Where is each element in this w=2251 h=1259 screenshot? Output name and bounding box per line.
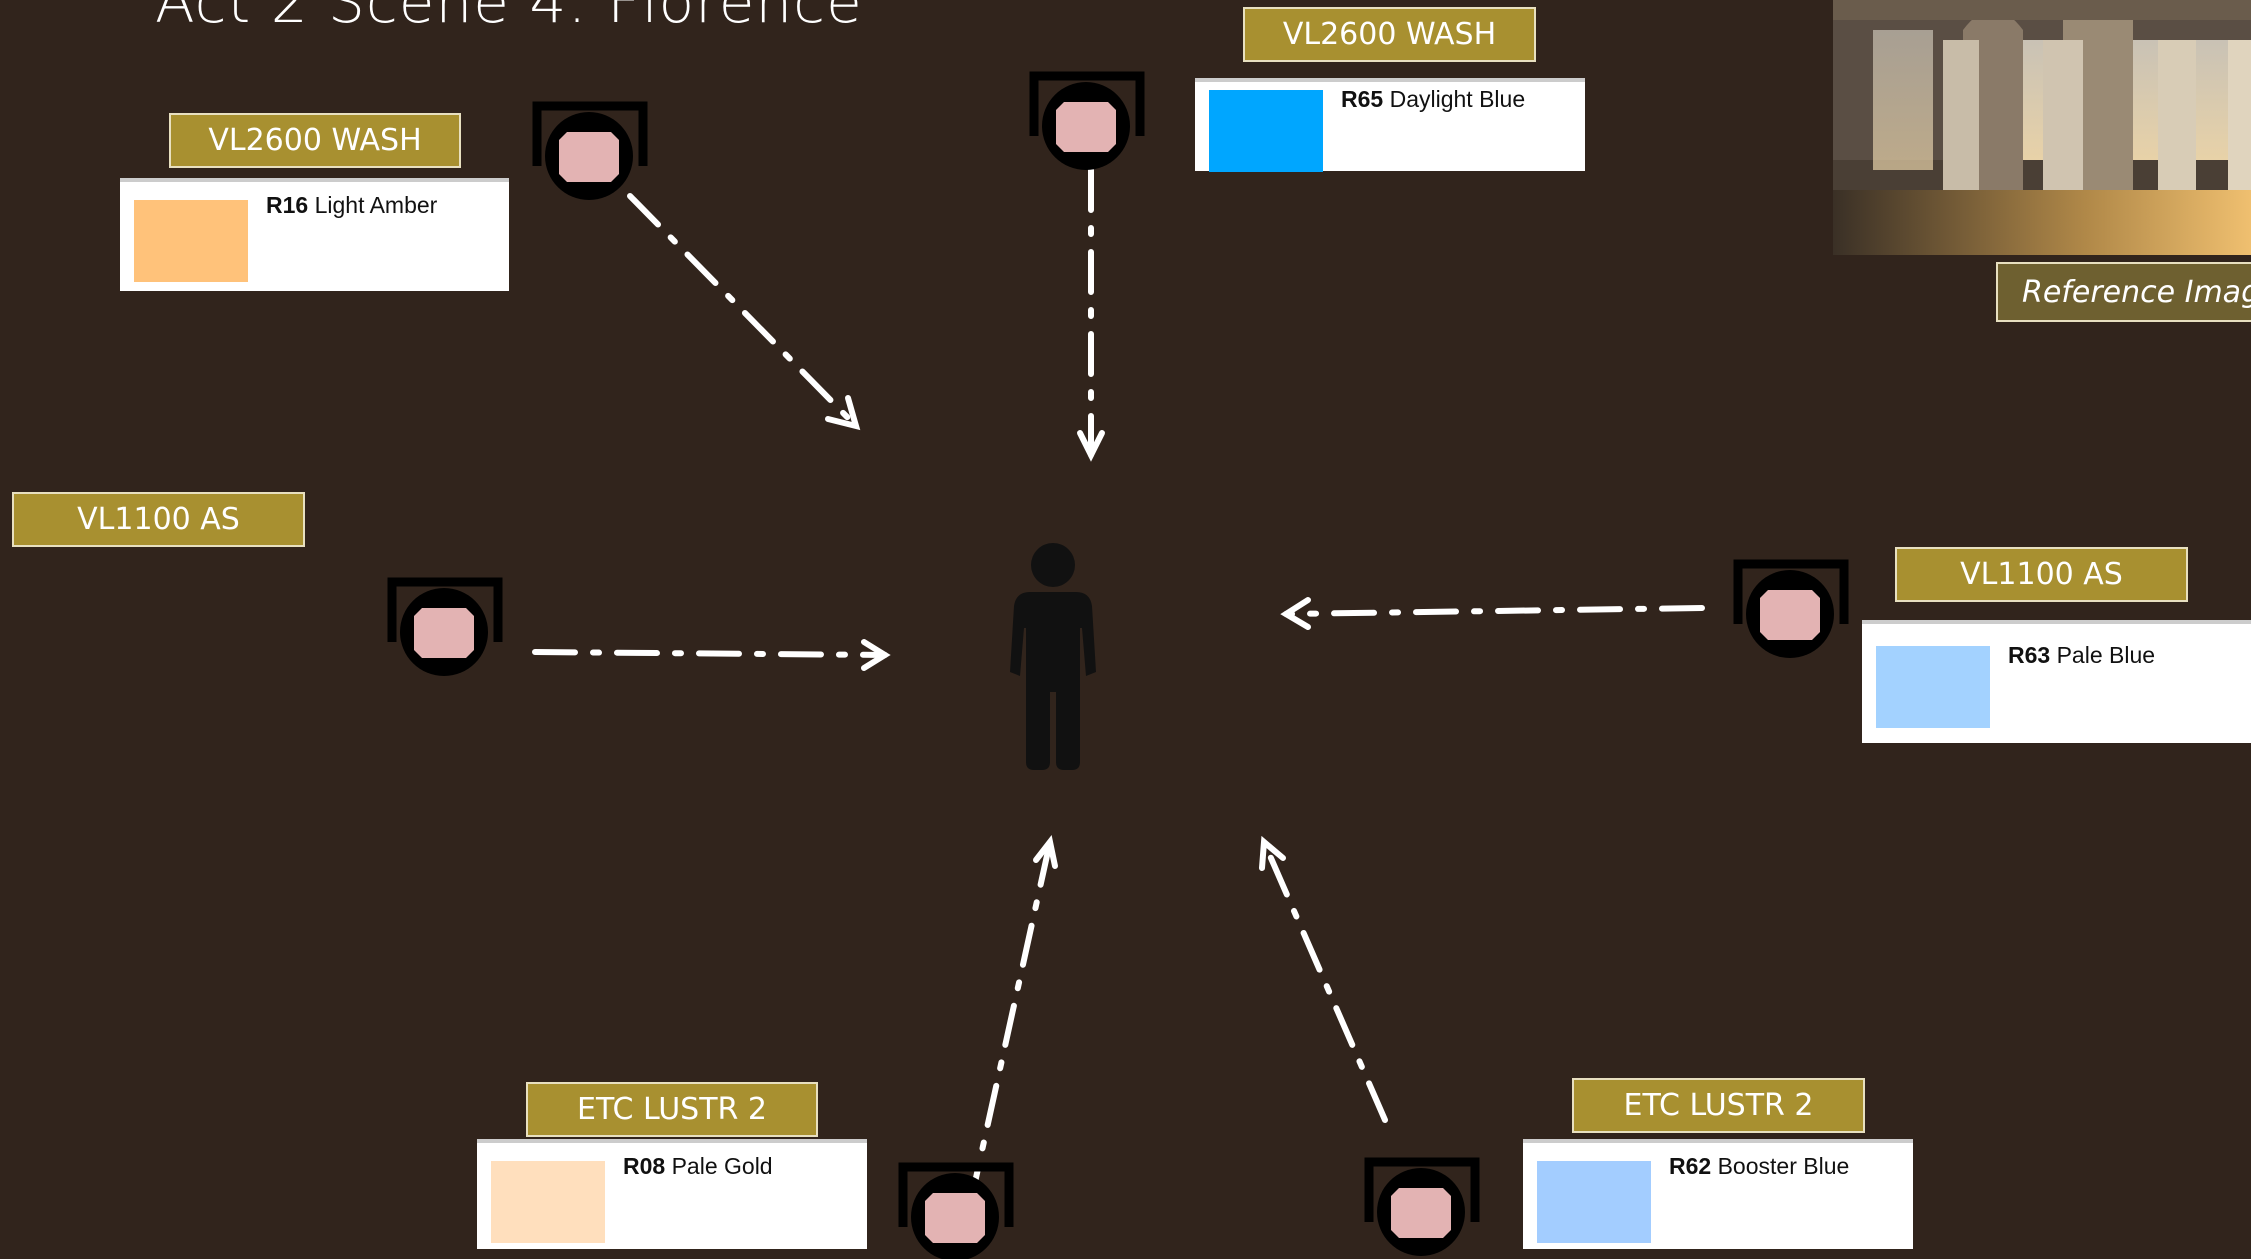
moving-light-icon-bottom-left [903,1167,1009,1259]
gel-code: R65 [1341,86,1383,112]
gel-name: Pale Gold [672,1153,773,1179]
gel-card-top-center: R65 Daylight Blue [1195,78,1585,171]
gel-swatch [1537,1161,1651,1243]
gel-card-bottom-right: R62 Booster Blue [1523,1139,1913,1249]
gel-card-bottom-left: R08 Pale Gold [477,1139,867,1249]
gel-name: Light Amber [315,192,438,218]
fixture-label-mid-left: VL1100 AS [12,492,305,547]
gel-code: R63 [2008,642,2050,668]
fixture-label-mid-right: VL1100 AS [1895,547,2188,602]
person-icon [1010,543,1096,770]
gel-swatch [1209,90,1323,172]
gel-card-mid-right: R63 Pale Blue [1862,620,2251,743]
arrow-mid-left [535,652,885,655]
moving-light-icon-bottom-right [1369,1162,1475,1256]
arrow-top-left [630,196,856,426]
gel-name: Booster Blue [1718,1153,1850,1179]
moving-light-icon-mid-left [392,582,498,676]
arrow-bottom-right [1264,842,1385,1120]
gel-code: R08 [623,1153,665,1179]
moving-light-icon-top-center [1034,76,1140,170]
fixture-label-top-left: VL2600 WASH [169,113,461,168]
fixture-label-top-center: VL2600 WASH [1243,7,1536,62]
gel-card-top-left: R16 Light Amber [120,178,509,291]
gel-code: R16 [266,192,308,218]
gel-name: Pale Blue [2057,642,2155,668]
gel-swatch [1876,646,1990,728]
moving-light-icon-mid-right [1738,564,1844,658]
gel-swatch [134,200,248,282]
gel-swatch [491,1161,605,1243]
arrow-head-mid-right [1286,600,1308,627]
arrow-bottom-left [970,842,1050,1205]
moving-light-icon-top-left [537,106,643,200]
gel-code: R62 [1669,1153,1711,1179]
arrow-mid-right [1286,608,1702,614]
fixture-label-bottom-left: ETC LUSTR 2 [526,1082,818,1137]
gel-name: Daylight Blue [1390,86,1526,112]
fixture-label-bottom-right: ETC LUSTR 2 [1572,1078,1865,1133]
